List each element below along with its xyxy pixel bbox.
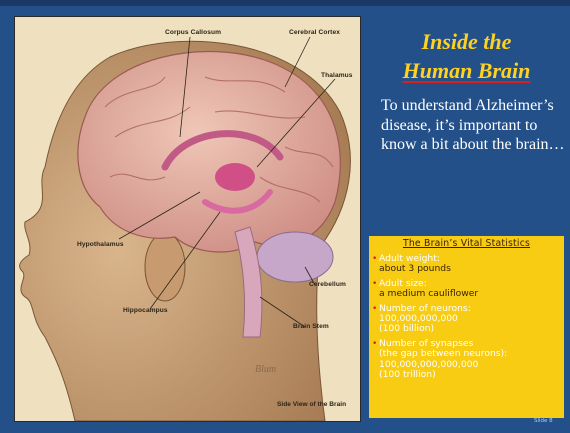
- stats-title: The Brain’s Vital Statistics: [369, 238, 564, 249]
- label-thalamus: Thalamus: [321, 72, 353, 79]
- thalamus-shape: [215, 163, 255, 191]
- bullet-icon: •: [372, 279, 377, 289]
- cerebellum-shape: [257, 232, 333, 282]
- title-line-1: Inside the: [370, 27, 563, 56]
- slide-title: Inside the Human Brain: [370, 27, 563, 85]
- label-brain-stem: Brain Stem: [293, 323, 329, 330]
- artist-signature: Blum: [255, 364, 276, 375]
- stat-item-size: • Adult size: a medium cauliflower: [369, 279, 564, 300]
- label-hippocampus: Hippocampus: [123, 307, 168, 314]
- label-corpus-callosum: Corpus Callosum: [165, 29, 221, 36]
- illustration-caption: Side View of the Brain: [277, 401, 346, 408]
- bullet-icon: •: [372, 339, 377, 349]
- stat-value-note: (100 trillion): [379, 370, 564, 380]
- label-hypothalamus: Hypothalamus: [77, 241, 124, 248]
- bullet-icon: •: [372, 304, 377, 314]
- stat-item-neurons: • Number of neurons: 100,000,000,000 (10…: [369, 304, 564, 335]
- head-and-brain-drawing: Blum: [15, 17, 360, 421]
- brain-illustration: Blum Corpus Callosum Cerebral Cortex Tha…: [14, 16, 361, 422]
- slide-top-border: [0, 0, 570, 6]
- intro-text: To understand Alzheimer’s disease, it’s …: [381, 96, 566, 155]
- stat-value-note: (100 billion): [379, 324, 564, 334]
- slide-number: Slide 8: [534, 418, 553, 424]
- label-cerebellum: Cerebellum: [309, 281, 346, 288]
- bullet-icon: •: [372, 254, 377, 264]
- vital-statistics-box: The Brain’s Vital Statistics • Adult wei…: [369, 236, 564, 418]
- stat-item-synapses: • Number of synapses (the gap between ne…: [369, 339, 564, 381]
- ear: [145, 233, 185, 301]
- title-line-2: Human Brain: [370, 56, 563, 85]
- stat-value: a medium cauliflower: [379, 289, 564, 299]
- stats-list: • Adult weight: about 3 pounds • Adult s…: [369, 254, 564, 380]
- label-cerebral-cortex: Cerebral Cortex: [289, 29, 340, 36]
- stat-item-weight: • Adult weight: about 3 pounds: [369, 254, 564, 275]
- stat-value: about 3 pounds: [379, 264, 564, 274]
